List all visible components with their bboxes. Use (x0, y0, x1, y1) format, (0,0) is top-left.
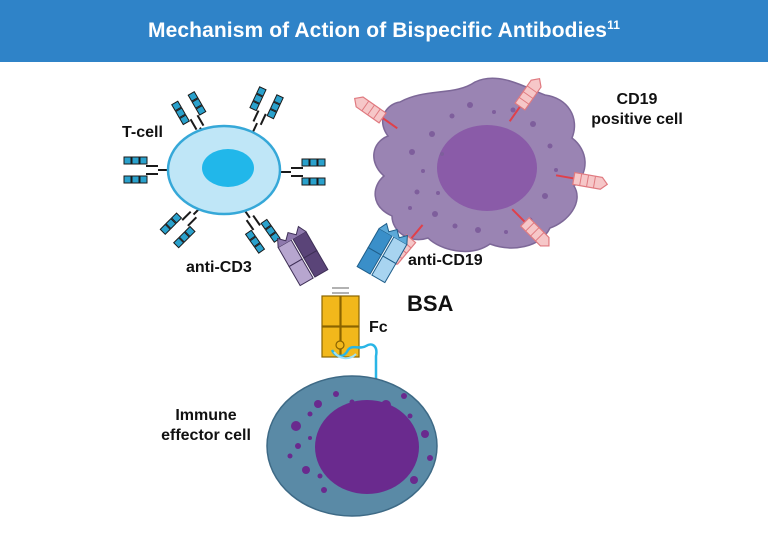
t-cell-nucleus (202, 149, 254, 187)
anti-cd3-label: anti-CD3 (186, 259, 252, 276)
title-text: Mechanism of Action of Bispecific Antibo… (148, 19, 608, 42)
title-reference: 11 (607, 18, 620, 32)
page-title: Mechanism of Action of Bispecific Antibo… (148, 19, 620, 43)
cd19-label-line2: positive cell (591, 111, 683, 128)
bispecific-antibody (277, 222, 408, 392)
anti-cd3-arm (277, 225, 329, 287)
effector-cell-granules (287, 391, 433, 493)
immune-label-line1: Immune (175, 407, 236, 424)
anti-cd19-arm (356, 222, 408, 284)
immune-effector-cell (266, 375, 438, 517)
t-cell-label: T-cell (122, 124, 163, 141)
fc-label: Fc (369, 319, 388, 336)
t-cell (123, 85, 326, 255)
cd19-positive-cell (350, 74, 610, 270)
bispecific-antibody-diagram: T-cell CD19 positive cell anti-CD3 anti-… (122, 74, 683, 517)
title-banner: Mechanism of Action of Bispecific Antibo… (0, 0, 768, 62)
effector-cell-nucleus (315, 400, 419, 494)
cd19-cell-nucleus (437, 125, 537, 211)
anti-cd19-label: anti-CD19 (408, 252, 483, 269)
bsa-label: BSA (407, 291, 454, 316)
fc-region (321, 295, 360, 358)
immune-label-line2: effector cell (161, 427, 251, 444)
fc-receptor (330, 343, 378, 392)
cd19-label-line1: CD19 (617, 91, 658, 108)
